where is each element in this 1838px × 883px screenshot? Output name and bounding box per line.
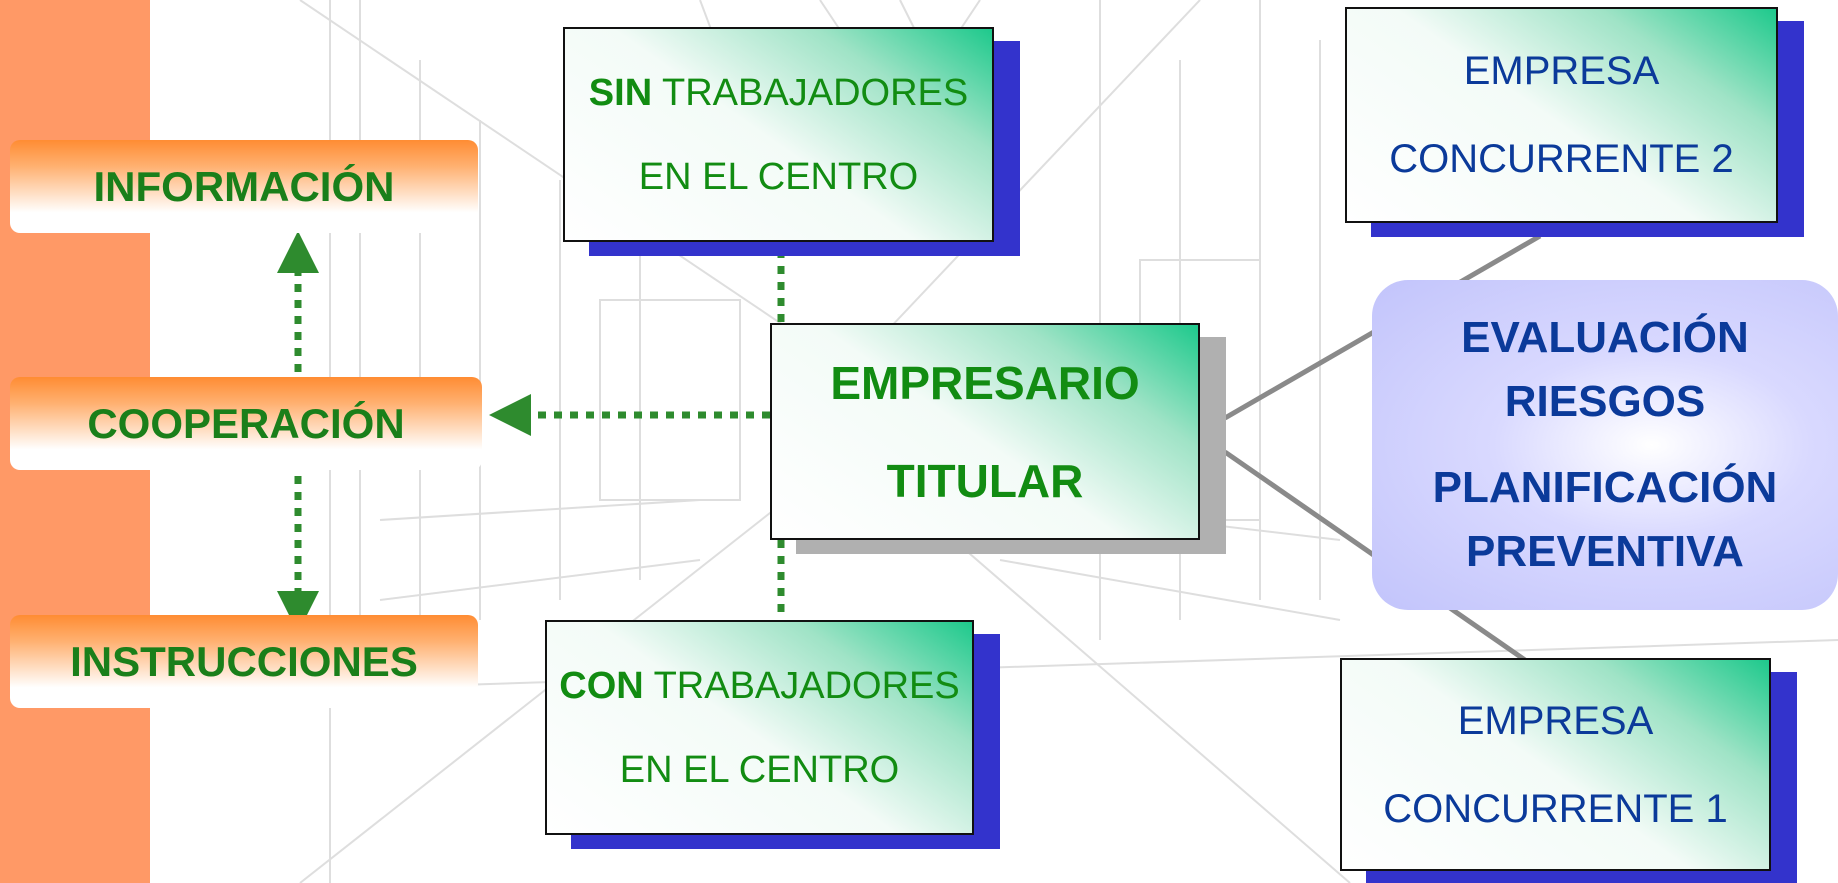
empresario-titular-box: EMPRESARIO TITULAR [770, 323, 1226, 554]
empresa-concurrente-2-box: EMPRESA CONCURRENTE 2 [1345, 7, 1804, 237]
concurrente-2-line-1: EMPRESA [1463, 49, 1660, 93]
cooperacion-label: COOPERACIÓN [10, 377, 482, 470]
sin-bold: SIN [588, 71, 653, 114]
sin-line-2: EN EL CENTRO [638, 155, 919, 198]
concurrente-2-line-2: CONCURRENTE 2 [1389, 137, 1734, 181]
sin-trabajadores-box: SIN TRABAJADORES EN EL CENTRO [563, 27, 1020, 256]
concurrente-1-line-1: EMPRESA [1457, 698, 1654, 743]
con-line-1: CON TRABAJADORES [559, 644, 960, 728]
eval-line-2: RIESGOS [1504, 377, 1706, 426]
instrucciones-text: INSTRUCCIONES [70, 637, 418, 685]
con-bold: CON [559, 664, 644, 707]
informacion-label: INFORMACIÓN [10, 140, 478, 233]
con-trabajadores-box: CON TRABAJADORES EN EL CENTRO [545, 620, 1000, 849]
empresario-line-2: TITULAR [886, 454, 1084, 507]
instrucciones-label: INSTRUCCIONES [10, 615, 478, 708]
evaluacion-planificacion-box: EVALUACIÓN RIESGOS PLANIFICACIÓN PREVENT… [1372, 280, 1838, 610]
empresario-line-1: EMPRESARIO [830, 356, 1140, 409]
eval-line-1: EVALUACIÓN [1461, 313, 1749, 362]
con-rest: TRABAJADORES [643, 664, 960, 707]
eval-line-4: PREVENTIVA [1466, 527, 1744, 576]
cooperacion-text: COOPERACIÓN [87, 399, 405, 447]
informacion-text: INFORMACIÓN [93, 162, 395, 210]
concurrente-1-line-2: CONCURRENTE 1 [1383, 786, 1728, 831]
sin-line-1: SIN TRABAJADORES [589, 51, 968, 135]
eval-line-3: PLANIFICACIÓN [1432, 463, 1778, 512]
con-line-2: EN EL CENTRO [619, 748, 900, 791]
empresa-concurrente-1-box: EMPRESA CONCURRENTE 1 [1340, 658, 1797, 883]
sin-rest: TRABAJADORES [652, 71, 969, 114]
